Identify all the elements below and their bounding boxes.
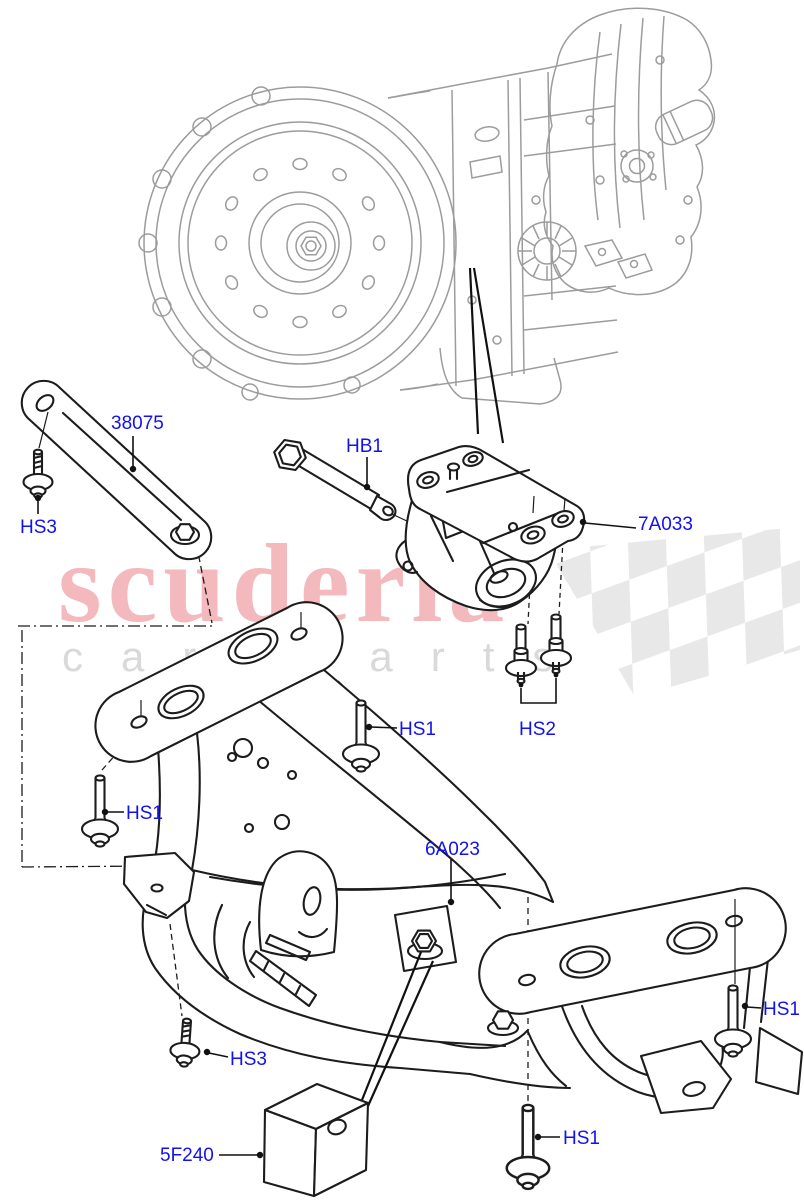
torque-converter	[138, 86, 457, 401]
part-label-hs1-left: HS1	[126, 803, 163, 824]
pointer-bracket-to-insulator	[360, 951, 435, 1107]
bolt-hs1-left	[80, 774, 120, 848]
bolt-hb1-drawing	[273, 438, 429, 532]
part-label-hs1-bottom: HS1	[563, 1128, 600, 1149]
part-label-hs1-right: HS1	[763, 999, 800, 1020]
part-label-hs3-bottom: HS3	[230, 1049, 267, 1070]
bolt-hs3-top	[22, 448, 54, 499]
brace-38075-drawing	[20, 379, 213, 561]
transfer-case	[517, 7, 716, 296]
leader-lines	[34, 436, 762, 1159]
part-label-38075: 38075	[111, 413, 164, 434]
part-label-hs2: HS2	[519, 719, 556, 740]
part-label-7a033: 7A033	[638, 514, 693, 535]
part-label-6a023: 6A023	[425, 839, 480, 860]
subframe-6a023-drawing	[94, 601, 804, 1115]
part-label-hb1: HB1	[346, 436, 383, 457]
part-label-5f240: 5F240	[160, 1145, 214, 1166]
part-label-hs3-top: HS3	[20, 517, 57, 538]
insulator-5f240-drawing	[262, 1082, 370, 1198]
bolt-hs3-bottom	[168, 1016, 203, 1069]
pointer-gearbox-to-mount	[468, 267, 505, 444]
gearbox-body	[387, 53, 619, 405]
bolt-hs1-bottom	[505, 1103, 551, 1191]
bolts-hs2-drawing	[504, 613, 573, 704]
mount-7a033-drawing	[395, 445, 586, 612]
watermark-checker-flag	[548, 527, 800, 697]
part-label-hs1-mid: HS1	[399, 719, 436, 740]
transmission-drawing	[138, 7, 716, 405]
